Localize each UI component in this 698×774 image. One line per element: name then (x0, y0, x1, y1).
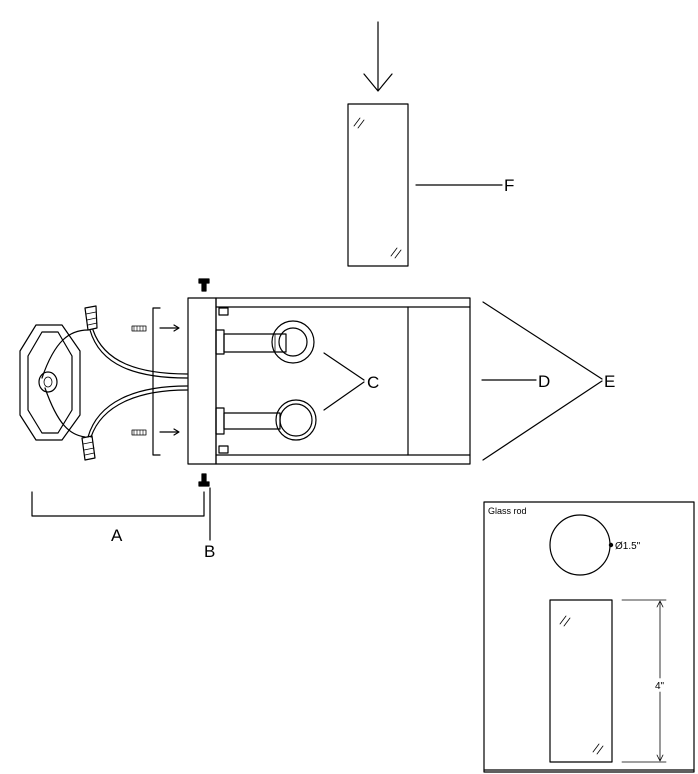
label-c: C (367, 373, 379, 392)
insert-arrow (363, 21, 393, 92)
label-a: A (111, 526, 123, 545)
socket-lower (215, 399, 317, 441)
crossbar-bracket (152, 307, 161, 456)
glass-rod-f (347, 103, 409, 267)
length-label: 4" (655, 681, 665, 692)
rod-side-view (549, 599, 613, 763)
label-e: E (604, 372, 615, 391)
dimension-a (31, 491, 205, 517)
wire-nut-top (84, 305, 98, 331)
socket-upper (215, 320, 315, 364)
diameter-label: Ø1.5" (615, 541, 641, 552)
glass-rod-inset (483, 501, 695, 773)
wires (41, 329, 188, 438)
inset-title: Glass rod (488, 506, 527, 516)
rod-cross-section (549, 514, 611, 576)
mounting-screw-top (131, 324, 180, 332)
wire-nut-bottom (81, 435, 96, 461)
set-screw-top (198, 278, 210, 292)
mounting-screw-bottom (131, 428, 180, 436)
leader-e (482, 301, 603, 461)
label-f: F (504, 176, 514, 195)
length-dimension (621, 599, 667, 763)
label-d: D (538, 372, 550, 391)
backplate (187, 297, 217, 465)
leader-c (323, 352, 365, 411)
housing-frame (215, 297, 471, 465)
diameter-marker (608, 542, 614, 548)
label-b: B (204, 542, 215, 561)
canopy-plate (19, 324, 81, 441)
set-screw-bottom (198, 473, 210, 487)
